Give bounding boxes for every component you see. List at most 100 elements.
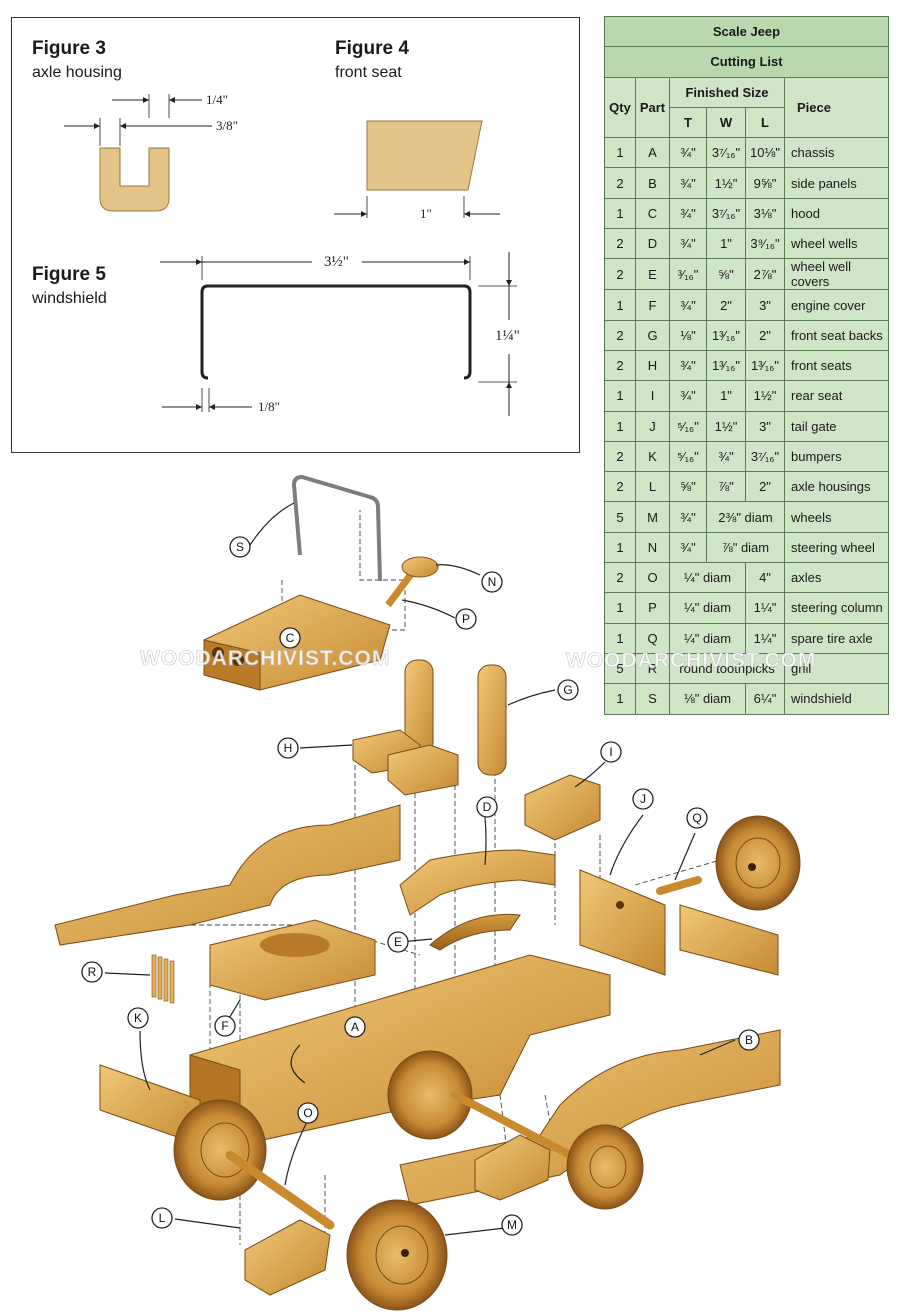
cell-w: 2"	[706, 289, 746, 321]
figure3-title: Figure 3	[32, 38, 106, 59]
callout-o: O	[297, 1102, 319, 1124]
cell-part: J	[635, 410, 670, 442]
front-seat-back-right	[477, 664, 507, 776]
cell-l: 9⅝"	[745, 167, 785, 199]
svg-text:H: H	[284, 741, 293, 755]
callout-leaders	[104, 502, 736, 1236]
table-title: Scale Jeep	[604, 15, 889, 48]
front-wheel-right	[346, 1199, 448, 1311]
figure5-dim-wire: 1/8"	[258, 399, 280, 414]
cell-qty: 1	[604, 683, 636, 715]
figure4-subtitle: front seat	[335, 64, 402, 81]
svg-text:N: N	[488, 575, 497, 589]
cell-t: ¾"	[669, 167, 707, 199]
rear-panel-part	[679, 904, 779, 976]
watermark-left: WOODARCHIVIST.COM	[140, 647, 390, 670]
cell-qty: 1	[604, 137, 636, 169]
header-part: Part	[635, 76, 670, 139]
engine-cover-part	[209, 919, 376, 1001]
header-qty: Qty	[604, 76, 636, 139]
cell-w: 3⁷⁄₁₆"	[706, 197, 746, 230]
cell-piece: engine cover	[784, 289, 889, 321]
cell-qty: 2	[604, 349, 636, 382]
header-piece: Piece	[784, 76, 889, 139]
cell-tw: ¼" diam	[669, 622, 746, 654]
cell-qty: 2	[604, 167, 636, 199]
callout-d: D	[476, 796, 498, 818]
cell-piece: steering column	[784, 592, 889, 624]
figure4-dim-width: 1"	[420, 206, 432, 221]
cell-t: ¾"	[669, 380, 707, 412]
svg-text:P: P	[462, 612, 470, 626]
front-seat-shape	[366, 120, 483, 191]
callout-s: S	[229, 536, 251, 558]
cell-qty: 5	[604, 652, 636, 685]
callout-f: F	[214, 1015, 236, 1037]
cell-w: ¾"	[706, 440, 746, 473]
cell-w: ⅝"	[706, 258, 746, 291]
cell-t: ¾"	[669, 228, 707, 260]
cell-part: P	[635, 592, 670, 624]
callout-a: A	[344, 1016, 366, 1038]
callout-e: E	[387, 931, 409, 953]
rear-axle-part	[451, 1091, 574, 1159]
cell-piece: front seats	[784, 349, 889, 382]
cell-l: 1³⁄₁₆"	[745, 349, 785, 382]
cell-l: 1½"	[745, 380, 785, 412]
steering-wheel-part	[401, 556, 439, 578]
cell-piece: wheel well covers	[784, 258, 889, 291]
exploded-assembly-diagram: WOODARCHIVIST.COM WOODARCHIVIST.COM S N …	[54, 474, 816, 1311]
cell-t: ³⁄₁₆"	[669, 258, 707, 291]
cell-l: 3"	[745, 289, 785, 321]
svg-text:R: R	[88, 965, 97, 979]
cell-piece: wheel wells	[784, 228, 889, 260]
rear-wheel-right	[566, 1124, 644, 1210]
figure4-title: Figure 4	[335, 38, 409, 59]
cell-w: 1³⁄₁₆"	[706, 349, 746, 382]
svg-text:D: D	[483, 800, 492, 814]
cell-l: 10⅛"	[745, 137, 785, 169]
figure5-dim-height: 1¼"	[495, 328, 520, 344]
cell-l: 6¼"	[745, 683, 785, 715]
callout-h: H	[277, 737, 299, 759]
cell-part: Q	[635, 622, 670, 654]
figure5-title: Figure 5	[32, 264, 106, 285]
svg-text:A: A	[351, 1020, 359, 1034]
cell-w: 1½"	[706, 167, 746, 199]
front-axle-part	[225, 1150, 335, 1230]
figure3-dim-three-eighths: 3/8"	[216, 118, 238, 133]
svg-text:O: O	[303, 1106, 312, 1120]
cell-w: 1½"	[706, 410, 746, 442]
svg-text:L: L	[159, 1211, 166, 1225]
callout-q: Q	[686, 807, 708, 829]
cell-t: ⅛"	[669, 319, 707, 351]
callout-r: R	[81, 961, 103, 983]
callout-j: J	[632, 788, 654, 810]
svg-text:I: I	[609, 745, 612, 759]
table-subtitle: Cutting List	[604, 46, 889, 78]
cell-t: ⁵⁄₁₆"	[669, 440, 707, 473]
cell-piece: windshield	[784, 683, 889, 715]
cell-qty: 1	[604, 410, 636, 442]
cell-t: ¾"	[669, 349, 707, 382]
cutting-list-table: Scale Jeep Cutting List Qty Part Finishe…	[604, 15, 889, 715]
svg-text:Q: Q	[692, 811, 701, 825]
cell-l: 1¼"	[745, 592, 785, 624]
svg-text:E: E	[394, 935, 402, 949]
cell-l: 3⅛"	[745, 197, 785, 230]
axle-housing-front	[244, 1219, 331, 1296]
cell-piece: axles	[784, 562, 889, 594]
callout-p: P	[455, 608, 477, 630]
cell-piece: grill	[784, 652, 889, 685]
cell-part: B	[635, 167, 670, 199]
rear-wheel-left	[387, 1050, 473, 1140]
